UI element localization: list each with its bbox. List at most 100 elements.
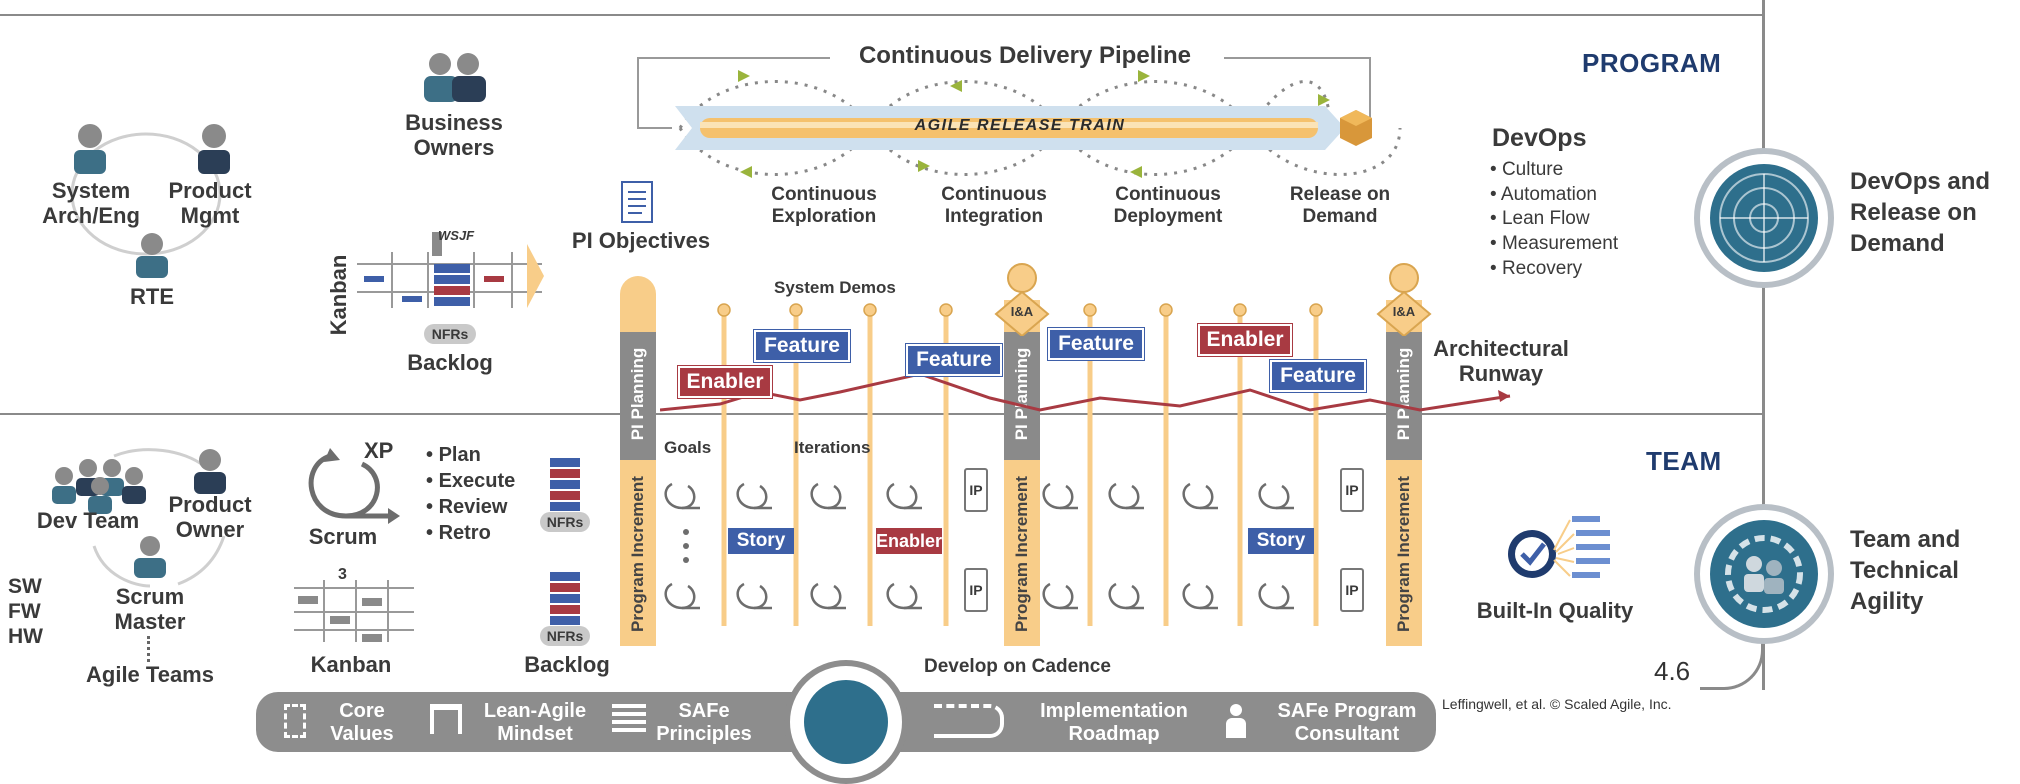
devops-title: DevOps — [1492, 124, 1587, 152]
scrum-steps-list: • Plan • Execute • Review • Retro — [426, 442, 515, 546]
system-arch-label: System Arch/Eng — [42, 178, 140, 229]
stage-continuous-integration: Continuous Integration — [941, 184, 1047, 227]
story-box: Story — [1248, 528, 1314, 554]
iteration-cycles — [664, 482, 1294, 610]
team-enabler-box: Enabler — [876, 528, 942, 554]
stage-release-on-demand: Release on Demand — [1289, 184, 1391, 227]
program-section-label: PROGRAM — [1582, 48, 1722, 78]
scrum-step-execute: • Execute — [426, 470, 516, 492]
devops-item-lean-flow: • Lean Flow — [1490, 208, 1590, 230]
built-in-quality-label: Built-In Quality — [1476, 598, 1634, 623]
team-nfrs-label: NFRs — [540, 512, 590, 532]
wsjf-label: WSJF — [438, 228, 475, 243]
section-divider — [0, 413, 1764, 415]
pipeline-title: Continuous Delivery Pipeline — [830, 42, 1220, 70]
mindset-icon — [430, 704, 462, 734]
program-increment-label-1: Program Increment — [628, 476, 647, 632]
lace-team-icon — [804, 680, 888, 764]
team-agility-competency-badge — [1694, 504, 1834, 644]
product-owner-label: Product Owner — [168, 492, 252, 543]
core-values-label: Core Values — [330, 700, 394, 745]
team-gear-icon — [1725, 535, 1803, 613]
ia-milestone-icon-2 — [1376, 263, 1432, 336]
pi-planning-block-1 — [620, 332, 656, 460]
team-backlog-stack-1 — [550, 458, 580, 511]
dev-team-label: Dev Team — [36, 508, 140, 533]
mindset-label: Lean-Agile Mindset — [483, 700, 587, 745]
scrum-step-plan: • Plan — [426, 444, 481, 466]
devops-list: • Culture • Automation • Lean Flow • Mea… — [1490, 158, 1618, 281]
feature-box: Feature — [754, 330, 850, 362]
devops-competency-label: DevOps and Release on Demand — [1850, 168, 1991, 258]
roadmap-icon — [934, 704, 1004, 738]
principles-icon — [612, 704, 646, 736]
ip-iteration-box: IP — [1340, 568, 1364, 612]
devops-competency-badge — [1694, 148, 1834, 288]
program-kanban-board — [357, 232, 544, 308]
pi-planning-block-3 — [1386, 332, 1422, 460]
devops-item-recovery: • Recovery — [1490, 257, 1583, 279]
team-kanban-board — [294, 580, 414, 642]
story-box: Story — [728, 528, 794, 554]
team-roles-graphic — [52, 448, 226, 588]
kanban-wip-number: 3 — [338, 566, 347, 583]
continuous-delivery-pipeline-graphic — [637, 57, 1402, 178]
team-kanban-label: Kanban — [310, 652, 392, 677]
program-kanban-label: Kanban — [326, 254, 351, 336]
dev-team-people-icon — [52, 459, 146, 514]
devops-item-measurement: • Measurement — [1490, 233, 1619, 255]
copyright-label: Leffingwell, et al. © Scaled Agile, Inc. — [1442, 696, 1672, 712]
ip-iteration-box: IP — [964, 468, 988, 512]
pi-objectives-label: PI Objectives — [571, 228, 711, 253]
principles-label: SAFe Principles — [656, 700, 752, 745]
program-roles-graphic — [70, 124, 230, 278]
ia-label-2: I&A — [1392, 304, 1416, 319]
scrum-cycle-icon — [308, 448, 400, 524]
ip-iteration-box: IP — [1340, 468, 1364, 512]
scrum-master-person-icon — [134, 536, 166, 578]
enabler-box: Enabler — [1198, 324, 1292, 356]
system-demos-label: System Demos — [774, 278, 896, 297]
right-border — [1762, 0, 1765, 690]
goals-label: Goals — [664, 438, 712, 457]
enabler-box: Enabler — [678, 366, 772, 398]
sw-fw-hw-list: SW FW HW — [8, 575, 43, 649]
rte-person-icon — [136, 233, 168, 278]
pi-planning-label-1: PI Planning — [628, 347, 647, 441]
team-backlog-stack-2 — [550, 572, 580, 625]
xp-label: XP — [364, 438, 394, 463]
program-backlog-label: Backlog — [407, 350, 493, 375]
radar-icon — [1719, 173, 1809, 263]
release-package-icon — [1340, 110, 1372, 146]
system-arch-person-icon — [74, 124, 106, 174]
product-mgmt-label: Product Mgmt — [168, 178, 252, 229]
business-owners-label: Business Owners — [405, 110, 503, 161]
core-values-icon — [284, 704, 306, 738]
iterations-label: Iterations — [794, 438, 871, 457]
team-nfrs-label-2: NFRs — [540, 626, 590, 646]
stage-continuous-exploration: Continuous Exploration — [771, 184, 877, 227]
team-backlog-label: Backlog — [524, 652, 610, 677]
architectural-runway-line — [660, 372, 1511, 412]
develop-on-cadence-label: Develop on Cadence — [924, 656, 1111, 677]
dotted-connector — [147, 636, 150, 662]
feature-box: Feature — [1048, 328, 1144, 360]
stage-continuous-deployment: Continuous Deployment — [1113, 184, 1223, 227]
feature-box: Feature — [906, 344, 1002, 376]
scrum-step-retro: • Retro — [426, 522, 491, 544]
roadmap-label: Implementation Roadmap — [1040, 700, 1188, 745]
pi-objectives-document-icon — [621, 181, 653, 223]
ia-label-1: I&A — [1010, 304, 1034, 319]
consultant-label: SAFe Program Consultant — [1277, 700, 1417, 745]
devops-item-automation: • Automation — [1490, 183, 1598, 205]
business-owners-icon — [424, 53, 486, 102]
architectural-runway-label: Architectural Runway — [1433, 336, 1569, 387]
product-mgmt-person-icon — [198, 124, 230, 174]
scrum-label: Scrum — [308, 524, 378, 549]
product-owner-person-icon — [194, 449, 226, 494]
foundation-center-circle — [784, 660, 908, 784]
ip-iteration-box: IP — [964, 568, 988, 612]
pi-planning-block-2 — [1004, 332, 1040, 460]
team-section-label: TEAM — [1646, 446, 1722, 476]
devops-item-culture: • Culture — [1490, 159, 1564, 180]
